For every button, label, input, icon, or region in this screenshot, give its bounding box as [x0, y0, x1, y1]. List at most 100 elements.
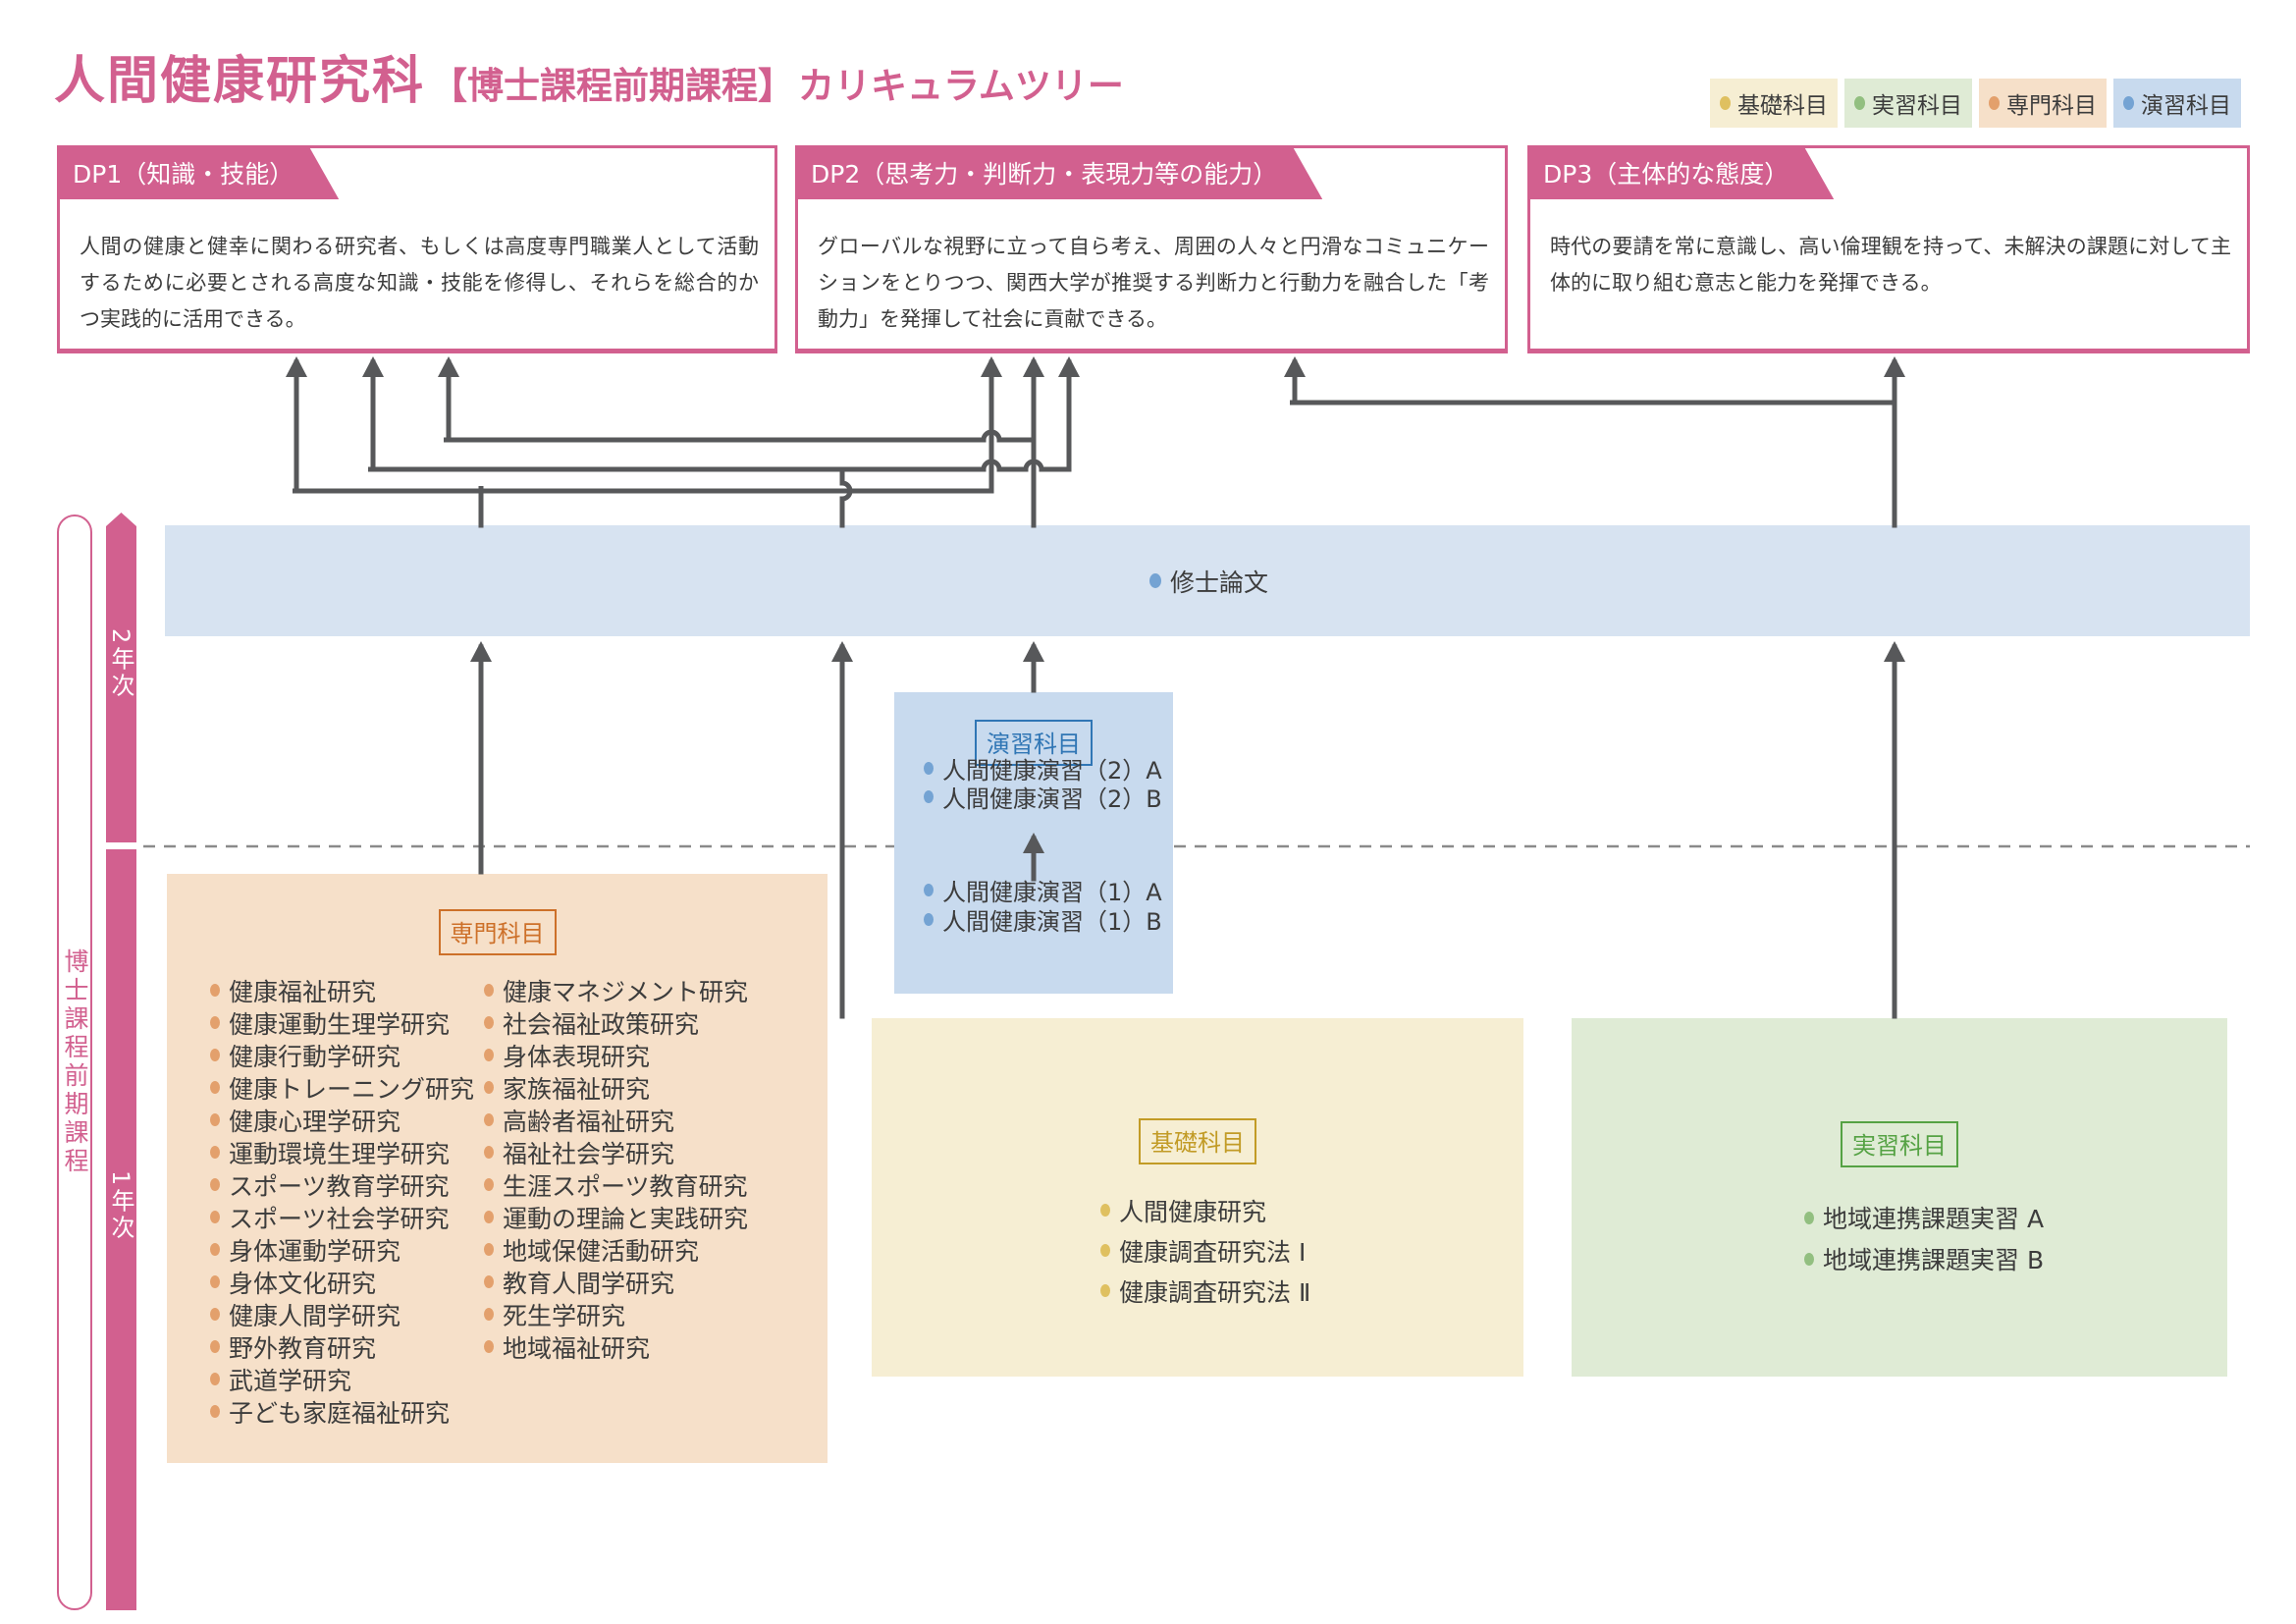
- program-pill: 博士課程前期課程: [57, 514, 92, 1610]
- course-item: 福祉社会学研究: [484, 1136, 748, 1168]
- bullet-dot: [484, 1113, 494, 1126]
- course-item: 身体表現研究: [484, 1039, 748, 1071]
- kiso-item-list: 人間健康研究健康調査研究法 Ⅰ 健康調査研究法 Ⅱ: [1100, 1190, 1310, 1311]
- bullet-dot: [210, 1340, 220, 1353]
- course-item: 子ども家庭福祉研究: [210, 1395, 474, 1428]
- course-item: 健康人間学研究: [210, 1298, 474, 1330]
- dp3-body-text: 時代の要請を常に意識し、高い倫理観を持って、未解決の課題に対して主体的に取り組む…: [1550, 235, 2231, 295]
- dp2-header-banner: DP2（思考力・判断力・表現力等の能力）: [797, 147, 1322, 199]
- thesis-bar-label: 修士論文: [1170, 568, 1269, 597]
- bullet-dot: [210, 1405, 220, 1418]
- course-item: 人間健康演習（2）A: [924, 754, 1162, 785]
- course-item: 健康行動学研究: [210, 1039, 474, 1071]
- dp1-box: DP1（知識・技能） 人間の健康と健幸に関わる研究者、もしくは高度専門職業人とし…: [57, 145, 777, 353]
- year-divider: [106, 842, 136, 849]
- course-item: 人間健康演習（1）A: [924, 875, 1162, 906]
- course-item: 健康福祉研究: [210, 974, 474, 1006]
- bullet-dot: [210, 1113, 220, 1126]
- course-item-label: 地域保健活動研究: [503, 1236, 700, 1266]
- course-item-label: 生涯スポーツ教育研究: [503, 1171, 748, 1201]
- course-item-label: 健康福祉研究: [229, 977, 377, 1006]
- course-item-label: 人間健康演習（1）B: [942, 907, 1162, 936]
- course-box-senmon: 専門科目 健康福祉研究健康運動生理学研究健康行動学研究健康トレーニング研究健康心…: [167, 874, 828, 1463]
- course-item-label: 地域連携課題実習 A: [1823, 1205, 2045, 1233]
- bullet-dot: [484, 1049, 494, 1061]
- dp1-header-banner: DP1（知識・技能）: [59, 147, 339, 199]
- course-item: 人間健康演習（2）B: [924, 783, 1162, 813]
- course-item: 生涯スポーツ教育研究: [484, 1168, 748, 1201]
- legend-item-jisshu: 実習科目: [1844, 79, 1972, 128]
- legend-item-kiso: 基礎科目: [1710, 79, 1838, 128]
- senmon-col1-list: 健康福祉研究健康運動生理学研究健康行動学研究健康トレーニング研究健康心理学研究運…: [210, 974, 474, 1428]
- bullet-dot: [484, 1178, 494, 1191]
- legend-dot-icon: [1989, 96, 2000, 110]
- bullet-dot: [210, 984, 220, 997]
- bullet-dot: [1804, 1211, 1814, 1224]
- course-item-label: 健康マネジメント研究: [503, 977, 749, 1006]
- course-item-label: 家族福祉研究: [503, 1074, 651, 1104]
- course-item-label: 人間健康演習（1）A: [942, 878, 1162, 906]
- bullet-dot: [1804, 1252, 1814, 1266]
- course-item-label: 人間健康演習（2）B: [942, 785, 1162, 813]
- bullet-dot: [484, 1275, 494, 1288]
- course-item: スポーツ教育学研究: [210, 1168, 474, 1201]
- year2-label: 2年次: [107, 628, 134, 700]
- bullet-dot: [484, 1243, 494, 1256]
- course-item-label: スポーツ教育学研究: [229, 1171, 450, 1201]
- course-item: 身体運動学研究: [210, 1233, 474, 1266]
- dp2-box: DP2（思考力・判断力・表現力等の能力） グローバルな視野に立って自ら考え、周囲…: [795, 145, 1508, 353]
- year-bar: 2年次 1年次: [106, 513, 136, 1610]
- course-box-label: 専門科目: [438, 909, 557, 955]
- course-item-label: 運動環境生理学研究: [229, 1139, 451, 1168]
- course-item-label: 社会福祉政策研究: [503, 1009, 700, 1039]
- course-item-label: 健康調査研究法 Ⅰ: [1119, 1237, 1307, 1267]
- bullet-dot: [1100, 1204, 1110, 1217]
- course-item-label: スポーツ社会学研究: [229, 1204, 450, 1233]
- course-box-label: 演習科目: [975, 720, 1093, 766]
- course-item: 高齢者福祉研究: [484, 1104, 748, 1136]
- connector-h1: [444, 429, 1034, 443]
- course-box-jisshu: 実習科目 地域連携課題実習 A 地域連携課題実習 B: [1572, 1018, 2227, 1377]
- bullet-dot: [924, 790, 934, 803]
- dp3-box: DP3（主体的な態度） 時代の要請を常に意識し、高い倫理観を持って、未解決の課題…: [1527, 145, 2250, 353]
- course-item: 健康調査研究法 Ⅱ: [1100, 1271, 1310, 1311]
- course-item-label: 子ども家庭福祉研究: [229, 1398, 451, 1428]
- course-box-label: 実習科目: [1841, 1121, 1958, 1167]
- course-item-label: 身体文化研究: [229, 1269, 377, 1298]
- course-item-label: 健康心理学研究: [229, 1107, 401, 1136]
- bullet-dot: [210, 1308, 220, 1321]
- course-item-label: 健康行動学研究: [229, 1042, 401, 1071]
- bullet-dot: [210, 1275, 220, 1288]
- course-item: 運動の理論と実践研究: [484, 1201, 748, 1233]
- program-label: 博士課程前期課程: [61, 948, 89, 1176]
- course-item: 健康マネジメント研究: [484, 974, 748, 1006]
- course-item: 地域保健活動研究: [484, 1233, 748, 1266]
- legend-label: 専門科目: [2006, 93, 2097, 119]
- legend-label: 基礎科目: [1737, 93, 1828, 119]
- course-item: 教育人間学研究: [484, 1266, 748, 1298]
- course-item-label: 地域連携課題実習 B: [1823, 1246, 2045, 1274]
- legend-dot-icon: [1854, 96, 1865, 110]
- course-item-label: 福祉社会学研究: [503, 1139, 675, 1168]
- bullet-dot: [484, 984, 494, 997]
- bullet-dot: [210, 1081, 220, 1094]
- legend-item-senmon: 専門科目: [1979, 79, 2107, 128]
- legend-dot-icon: [1720, 96, 1731, 110]
- year1-label: 1年次: [107, 1170, 134, 1242]
- course-item-label: 身体表現研究: [503, 1042, 651, 1071]
- legend-label: 演習科目: [2141, 93, 2231, 119]
- course-item: 人間健康研究: [1100, 1190, 1310, 1230]
- course-item: 武道学研究: [210, 1363, 474, 1395]
- course-item: 身体文化研究: [210, 1266, 474, 1298]
- course-item: 健康調査研究法 Ⅰ: [1100, 1230, 1310, 1271]
- bullet-dot: [484, 1340, 494, 1353]
- bullet-dot: [210, 1243, 220, 1256]
- course-item-label: 武道学研究: [229, 1366, 352, 1395]
- course-item: 野外教育研究: [210, 1330, 474, 1363]
- bullet-dot: [210, 1211, 220, 1223]
- page-title-main: 人間健康研究科: [54, 52, 426, 111]
